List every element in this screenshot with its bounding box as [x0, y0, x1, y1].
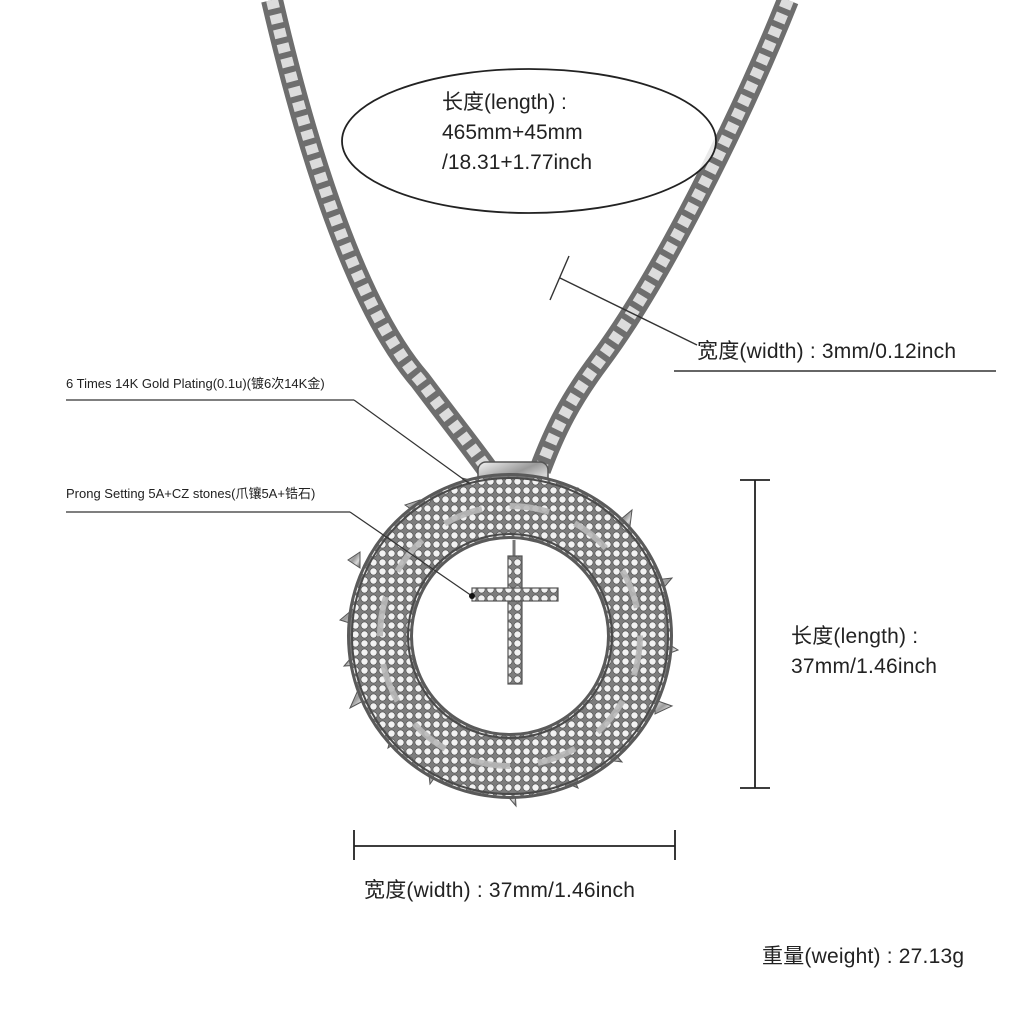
- pendant-width-dimension: [353, 830, 676, 860]
- chain-width-text: 宽度(width) : 3mm/0.12inch: [697, 340, 957, 363]
- pendant-width-text: 宽度(width) : 37mm/1.46inch: [364, 879, 636, 902]
- wreath-pendant: [347, 473, 673, 799]
- cross-pendant: [471, 540, 559, 685]
- plating-leader: [66, 399, 471, 485]
- chain-length-mm: 465mm+45mm: [442, 121, 583, 144]
- pendant-length-value: 37mm/1.46inch: [791, 655, 938, 678]
- chain-length-inch: /18.31+1.77inch: [442, 151, 593, 174]
- setting-pointer-dot: [469, 593, 475, 599]
- setting-text: Prong Setting 5A+CZ stones(爪镶5A+锆石): [66, 486, 316, 501]
- chain-length-label: 长度(length) :: [442, 91, 567, 114]
- chain: [261, 0, 799, 477]
- chain-width-leader: [549, 255, 996, 372]
- pendant-length-label: 长度(length) :: [791, 625, 919, 648]
- weight-text: 重量(weight) : 27.13g: [762, 945, 965, 968]
- chain-length-text: 长度(length) : 465mm+45mm /18.31+1.77inch: [442, 88, 592, 178]
- pendant-length-dimension: [740, 479, 770, 789]
- pendant-length-text: 长度(length) : 37mm/1.46inch: [791, 622, 937, 682]
- chain-length-callout: [341, 68, 717, 214]
- setting-leader: [66, 511, 473, 597]
- plating-text: 6 Times 14K Gold Plating(0.1u)(镀6次14K金): [66, 376, 325, 391]
